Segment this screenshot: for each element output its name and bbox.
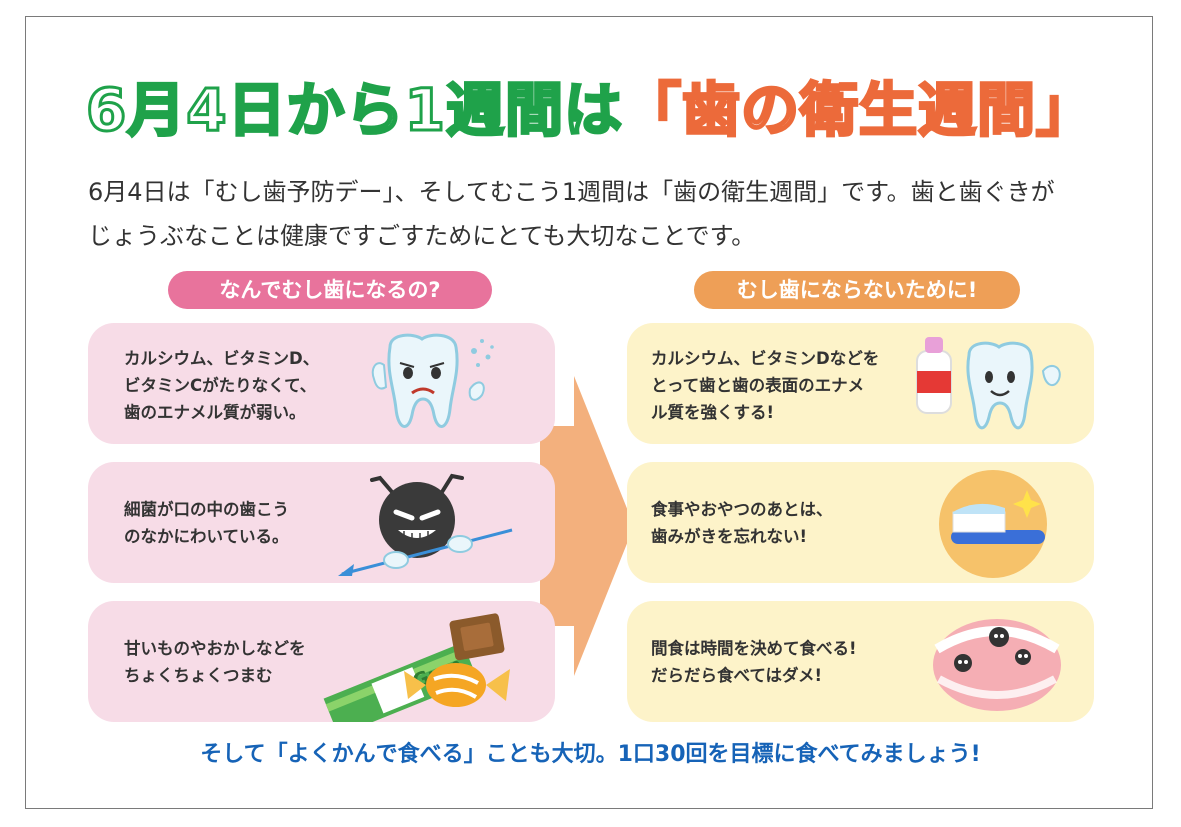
prevention-card-3: 間食は時間を決めて食べる! だらだら食べてはダメ! (627, 601, 1094, 722)
title-part-red: 「歯の衛生週間」 (622, 75, 1096, 146)
prevention-heading: むし歯にならないために! (694, 271, 1020, 309)
prevention-text-1: カルシウム、ビタミンDなどを とって歯と歯の表面のエナメ ル質を強くする! (651, 349, 880, 422)
prevention-card-2: 食事やおやつのあとは、 歯みがきを忘れない! (627, 462, 1094, 583)
title-part-green: 6月4日から1週間は (84, 75, 624, 146)
footer-message: そして「よくかんで食べる」ことも大切。1口30回を目標に食べてみましょう! (200, 742, 981, 767)
sad-tooth-icon (371, 333, 494, 428)
toothbrush-icon (939, 470, 1047, 578)
cause-card-1: カルシウム、ビタミンD、 ビタミンCがたりなくて、 歯のエナメル質が弱い。 (88, 323, 555, 444)
cause-text-2: 細菌が口の中の歯こう のなかにわいている。 (124, 500, 289, 546)
page-title: 6月4日から1週間は「歯の衛生週間」 (0, 70, 1181, 150)
sweets-icon: Gum (323, 613, 510, 722)
arrow-right-icon (540, 376, 634, 676)
prevention-card-1: カルシウム、ビタミンDなどを とって歯と歯の表面のエナメ ル質を強くする! (627, 323, 1094, 444)
cause-text-1: カルシウム、ビタミンD、 ビタミンCがたりなくて、 歯のエナメル質が弱い。 (124, 349, 320, 422)
intro-line-1: 6月4日は「むし歯予防デー」、そしてむこう1週間は「歯の衛生週間」です。歯と歯ぐ… (88, 178, 1055, 206)
cause-text-3: 甘いものやおかしなどを ちょくちょくつまむ (124, 639, 306, 685)
intro-text: 6月4日は「むし歯予防デー」、そしてむこう1週間は「歯の衛生週間」です。歯と歯ぐ… (88, 170, 1108, 258)
prevention-text-3: 間食は時間を決めて食べる! だらだら食べてはダメ! (651, 639, 857, 685)
mouth-germs-icon (933, 619, 1061, 711)
germ-icon (338, 473, 513, 576)
prevention-text-2: 食事やおやつのあとは、 歯みがきを忘れない! (651, 500, 833, 546)
cause-card-3: 甘いものやおかしなどを ちょくちょくつまむ Gum (88, 601, 555, 722)
cause-card-2: 細菌が口の中の歯こう のなかにわいている。 (88, 462, 555, 583)
causes-heading: なんでむし歯になるの? (168, 271, 492, 309)
intro-line-2: じょうぶなことは健康ですごすためにとても大切なことです。 (88, 222, 756, 250)
happy-tooth-milk-icon (916, 337, 1061, 430)
